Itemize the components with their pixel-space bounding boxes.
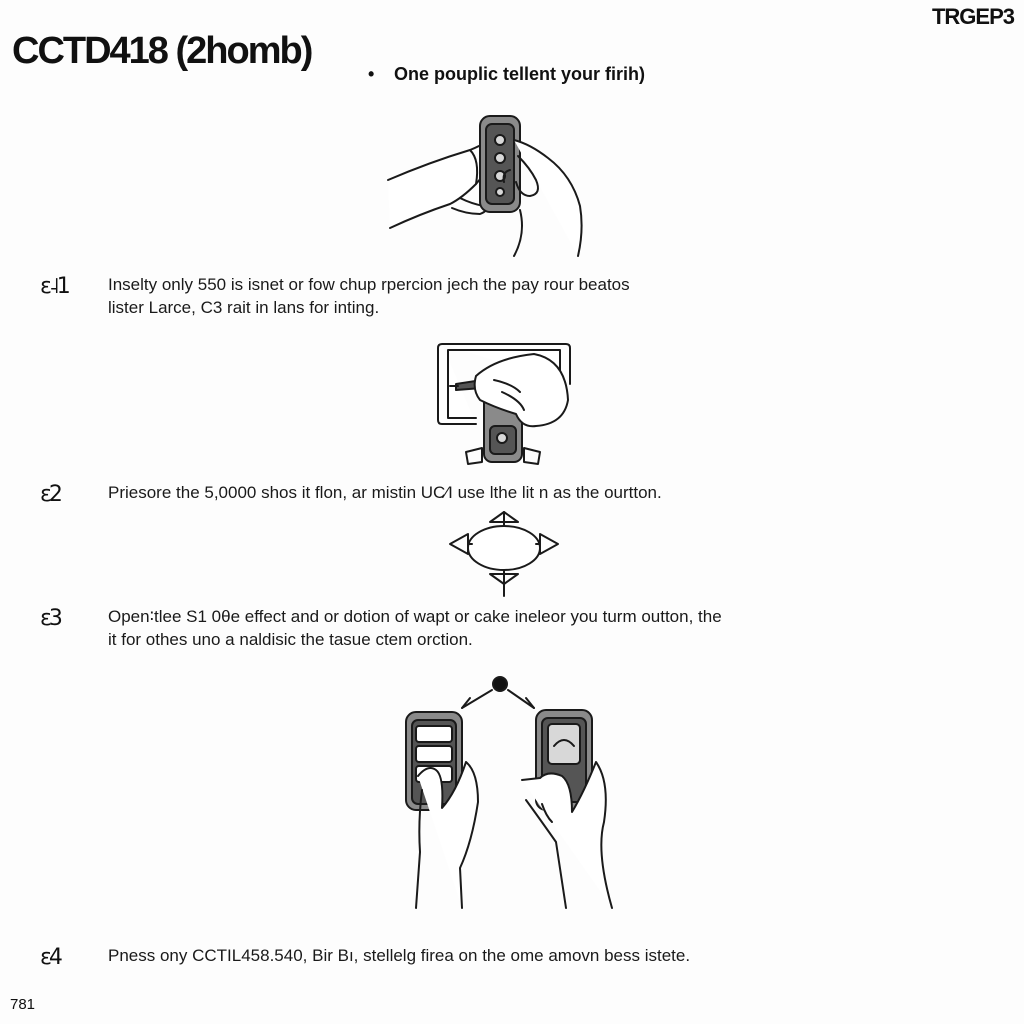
step-2-number: ε2 bbox=[40, 482, 63, 507]
figure-battery-with-arrows bbox=[449, 511, 559, 597]
brand-logo-text: TRGEP3 bbox=[931, 4, 1015, 29]
figure-two-fobs-in-hands bbox=[405, 676, 613, 909]
step-4-text: Pness ony CCTIL458.540, Bir Bı, stellelg… bbox=[108, 944, 828, 967]
step-4-number: ε4 bbox=[40, 945, 63, 970]
step-4-line-1: Pness ony CCTIL458.540, Bir Bı, stellelg… bbox=[108, 946, 691, 965]
step-1-text: Inselty only 550 is isnet or fow chup rp… bbox=[108, 273, 828, 319]
step-2-line-1: Priesore the 5,0000 shos it flon, ar mis… bbox=[108, 483, 662, 502]
step-3-line-2: it for othes uno a naldisic the tasue ct… bbox=[108, 630, 473, 649]
step-3-line-1: Open∶tlee S1 0θe effect and or dotion of… bbox=[108, 607, 722, 626]
page-number: 781 bbox=[10, 996, 36, 1013]
page-title: CCTD418 (2homb) bbox=[12, 30, 313, 72]
step-1-number: ε˨1 bbox=[40, 274, 71, 299]
step-2-text: Priesore the 5,0000 shos it flon, ar mis… bbox=[108, 481, 828, 504]
bullet-marker: • bbox=[368, 64, 375, 84]
figure-screwdriver-opening-fob bbox=[437, 343, 571, 465]
intro-text: One pouplic tellent your firih) bbox=[394, 64, 646, 84]
intro-bullet-line: • One pouplic tellent your firih) bbox=[368, 64, 645, 85]
step-1-line-2: lister Larce, C3 rait in lans for inting… bbox=[108, 298, 380, 317]
step-3-text: Open∶tlee S1 0θe effect and or dotion of… bbox=[108, 605, 828, 651]
step-3-number: ε3 bbox=[40, 606, 63, 631]
figure-hands-holding-key-fob bbox=[387, 115, 583, 257]
step-1-line-1: Inselty only 550 is isnet or fow chup rp… bbox=[108, 275, 630, 294]
